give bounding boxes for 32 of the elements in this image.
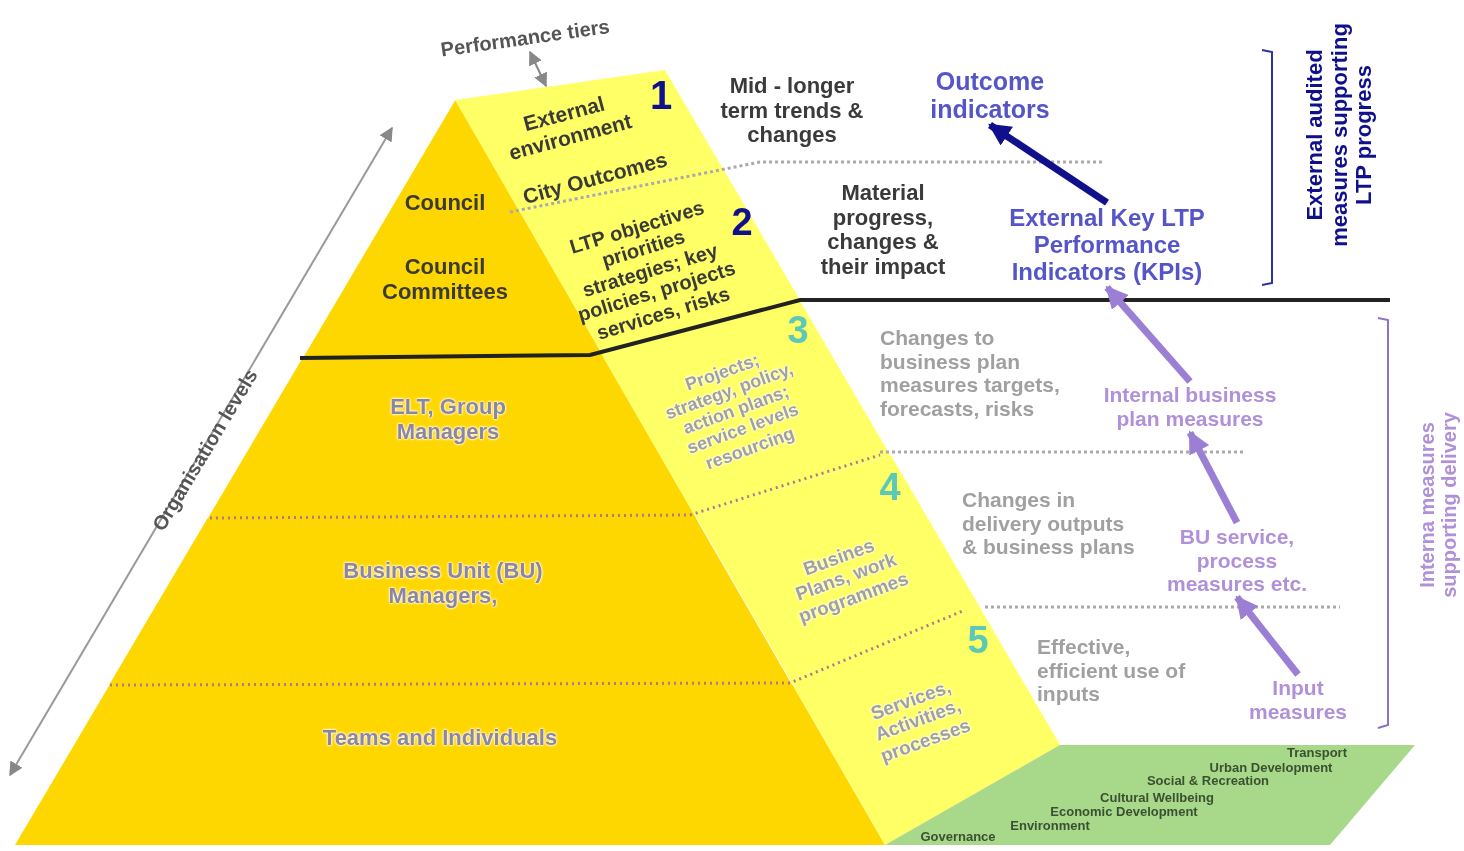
- description-text: Mid - longer term trends & changes: [712, 74, 872, 148]
- band-label: Council Committees: [381, 255, 509, 305]
- axis-label: Performance tiers: [438, 14, 612, 63]
- base-label: Cultural Wellbeing: [1099, 790, 1215, 806]
- base-label: Governance: [919, 829, 997, 845]
- measure-label: Outcome indicators: [910, 67, 1070, 123]
- arrow: [1234, 595, 1301, 677]
- band-label: Teams and Individuals: [321, 725, 559, 751]
- band-label: Council: [403, 190, 487, 216]
- tier-number: 2: [730, 200, 754, 244]
- base-label: Transport: [1286, 745, 1348, 761]
- tier-number: 4: [878, 465, 902, 509]
- tier-number: 5: [966, 618, 990, 662]
- base-label: Environment: [1009, 818, 1091, 834]
- measure-label: Input measures: [1243, 676, 1353, 724]
- arrow: [1104, 285, 1193, 384]
- base-label: Urban Development: [1208, 760, 1333, 776]
- bracket-label: External audited measures supporting LTP progress: [1303, 22, 1377, 249]
- band-label: ELT, Group Managers: [389, 395, 507, 445]
- measure-label: BU service, process measures etc.: [1147, 524, 1327, 596]
- band-label: Business Unit (BU) Managers,: [342, 559, 544, 609]
- tier-number: 1: [648, 72, 674, 118]
- base-label: Economic Development: [1049, 804, 1198, 820]
- description-text: Material progress, changes & their impact: [803, 180, 963, 280]
- arrow: [1186, 430, 1241, 525]
- tier-number: 3: [786, 308, 810, 352]
- bracket-label: Interna measures supporting delivery: [1415, 411, 1461, 600]
- measure-label: External Key LTP Performance Indicators (KPIs): [982, 204, 1232, 286]
- base-label: Social & Recreation: [1145, 773, 1270, 789]
- description-text: Effective, efficient use of inputs: [1037, 634, 1187, 706]
- description-text: Changes in delivery outputs & business plans: [962, 487, 1142, 559]
- arrow: [988, 122, 1109, 206]
